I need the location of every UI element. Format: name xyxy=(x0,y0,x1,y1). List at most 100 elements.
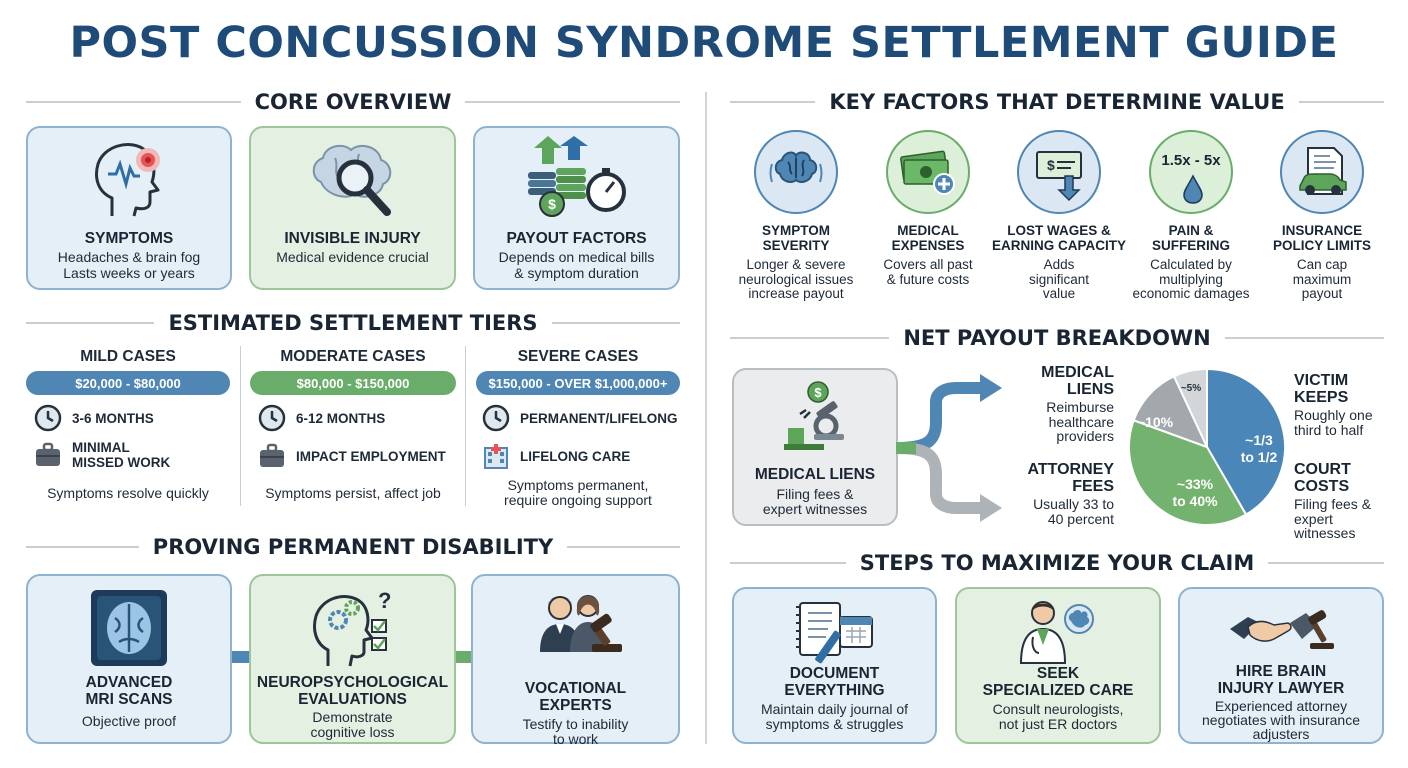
step-title: SEEK xyxy=(1036,665,1080,682)
card-desc: Medical evidence crucial xyxy=(276,249,429,265)
factor-desc: significant xyxy=(1028,271,1090,287)
box-desc: expert witnesses xyxy=(762,501,868,517)
pie-slice xyxy=(1132,374,1209,449)
divider xyxy=(240,346,241,506)
column-divider xyxy=(705,92,707,744)
clock-icon xyxy=(34,404,62,432)
tier-footnote: Symptoms permanent, xyxy=(507,477,649,493)
svg-text:?: ? xyxy=(378,588,391,613)
box-desc: Filing fees & xyxy=(776,486,854,502)
step-desc: not just ER doctors xyxy=(998,716,1118,732)
card-desc: Objective proof xyxy=(81,713,177,729)
label-title: LIENS xyxy=(1066,381,1114,398)
payout-factors-card: $ PAYOUT FACTORS Depends on medical bill… xyxy=(473,126,680,290)
step-title: INJURY LAWYER xyxy=(1217,680,1345,697)
vocational-experts-card: VOCATIONAL EXPERTS Testify to inability … xyxy=(471,574,680,747)
step-desc: Experienced attorney xyxy=(1214,698,1348,714)
multiplier-text: 1.5x - 5x xyxy=(1161,152,1221,169)
cash-plus-icon xyxy=(900,150,955,195)
label-court-costs: COURT COSTS Filing fees & expert witness… xyxy=(1294,461,1390,541)
label-desc: third to half xyxy=(1294,421,1364,438)
divider xyxy=(465,346,466,506)
experts-gavel-icon xyxy=(539,595,622,652)
card-desc: Headaches & brain fog xyxy=(57,249,201,265)
factor-title: INSURANCE xyxy=(1281,223,1363,238)
paycheck-down-icon: $ xyxy=(1036,151,1082,202)
car-policy-icon xyxy=(1299,147,1347,195)
label-title: FEES xyxy=(1072,478,1114,495)
medical-liens-box: $ MEDICAL LIENS Filing fees & expert wit… xyxy=(732,368,898,526)
page-title: POST CONCUSSION SYNDROME SETTLEMENT GUID… xyxy=(69,18,1339,68)
section-core-overview: CORE OVERVIEW xyxy=(26,90,681,114)
factor-title: EARNING CAPACITY xyxy=(991,237,1126,253)
clock-icon xyxy=(258,404,286,432)
svg-text:$: $ xyxy=(1047,157,1055,173)
label-desc: providers xyxy=(1056,428,1114,444)
label-desc: Usually 33 to xyxy=(1033,496,1114,512)
tier-range-badge: $80,000 - $150,000 xyxy=(250,371,456,395)
section-title: STEPS TO MAXIMIZE YOUR CLAIM xyxy=(859,551,1255,575)
tier-impact: MINIMAL xyxy=(72,440,130,455)
card-desc: Lasts weeks or years xyxy=(63,265,195,281)
step-lawyer-card: HIRE BRAIN INJURY LAWYER Experienced att… xyxy=(1178,587,1384,744)
neuropsych-eval-card: ? NEUROPSYCHOLOGICAL EVALUATIONS Demonst… xyxy=(249,574,456,744)
invisible-injury-card: INVISIBLE INJURY Medical evidence crucia… xyxy=(249,126,456,290)
card-title: PAYOUT FACTORS xyxy=(506,230,647,247)
factor-desc: & future costs xyxy=(886,271,970,287)
pie-slice-label: to 1/2 xyxy=(1241,449,1278,465)
tier-duration-row: 6-12 MONTHS xyxy=(258,404,385,432)
section-settlement-tiers: ESTIMATED SETTLEMENT TIERS xyxy=(26,311,681,335)
label-title: ATTORNEY xyxy=(1027,461,1114,478)
tier-duration-row: 3-6 MONTHS xyxy=(34,404,154,432)
pie-slice-label: ~10% xyxy=(1137,414,1174,430)
label-victim-keeps: VICTIM KEEPS Roughly one third to half xyxy=(1294,372,1390,437)
tier-footnote: Symptoms persist, affect job xyxy=(265,485,441,501)
card-title: NEUROPSYCHOLOGICAL xyxy=(256,674,449,691)
factor-desc: payout xyxy=(1301,286,1343,301)
factor-desc: Can cap xyxy=(1296,257,1348,272)
payout-pie-chart: ~1/3to 1/2~33%to 40%~10%~5% xyxy=(1128,367,1286,526)
section-title: KEY FACTORS THAT DETERMINE VALUE xyxy=(829,90,1285,114)
tier-range-badge: $150,000 - OVER $1,000,000+ xyxy=(476,371,680,395)
step-title: SPECIALIZED CARE xyxy=(982,682,1134,699)
factor-desc: maximum xyxy=(1292,271,1352,287)
factor-desc: increase payout xyxy=(748,286,844,301)
factor-desc: neurological issues xyxy=(738,271,854,287)
split-arrows-icon xyxy=(896,374,1002,522)
factor-desc: Covers all past xyxy=(883,257,973,272)
label-title: VICTIM xyxy=(1294,372,1349,389)
tier-duration: 6-12 MONTHS xyxy=(296,410,386,426)
label-desc: Roughly one xyxy=(1294,407,1373,423)
step-care-card: SEEK SPECIALIZED CARE Consult neurologis… xyxy=(955,587,1161,744)
factor-desc: multiplying xyxy=(1159,271,1223,287)
tier-footnote: Symptoms resolve quickly xyxy=(47,485,209,501)
head-pain-icon xyxy=(95,143,160,217)
svg-text:$: $ xyxy=(814,385,822,400)
factor-title: POLICY LIMITS xyxy=(1272,237,1371,253)
label-desc: 40 percent xyxy=(1047,510,1114,527)
tier-name: MODERATE CASES xyxy=(280,348,426,365)
box-title: MEDICAL LIENS xyxy=(754,466,876,483)
step-desc: Maintain daily journal of xyxy=(760,701,909,717)
step-desc: negotiates with insurance xyxy=(1202,712,1360,728)
pie-slice xyxy=(1206,367,1286,516)
label-title: COSTS xyxy=(1294,478,1350,495)
tier-impact: IMPACT EMPLOYMENT xyxy=(296,448,446,464)
label-desc: Filing fees & xyxy=(1294,496,1372,512)
tier-duration: 3-6 MONTHS xyxy=(72,410,154,426)
card-desc: & symptom duration xyxy=(514,265,639,281)
pie-slice-label: ~1/3 xyxy=(1245,432,1273,448)
tier-impact: MISSED WORK xyxy=(72,455,171,470)
cognitive-test-icon: ? xyxy=(312,588,391,667)
card-title: SYMPTOMS xyxy=(84,230,174,247)
label-attorney-fees: ATTORNEY FEES Usually 33 to 40 percent xyxy=(1000,461,1114,526)
briefcase-icon xyxy=(36,442,60,466)
step-desc: adjusters xyxy=(1252,726,1310,742)
tier-duration: PERMANENT/LIFELONG xyxy=(520,410,678,426)
factor-title: SUFFERING xyxy=(1151,237,1230,253)
step-document-card: DOCUMENT EVERYTHING Maintain daily journ… xyxy=(732,587,937,744)
